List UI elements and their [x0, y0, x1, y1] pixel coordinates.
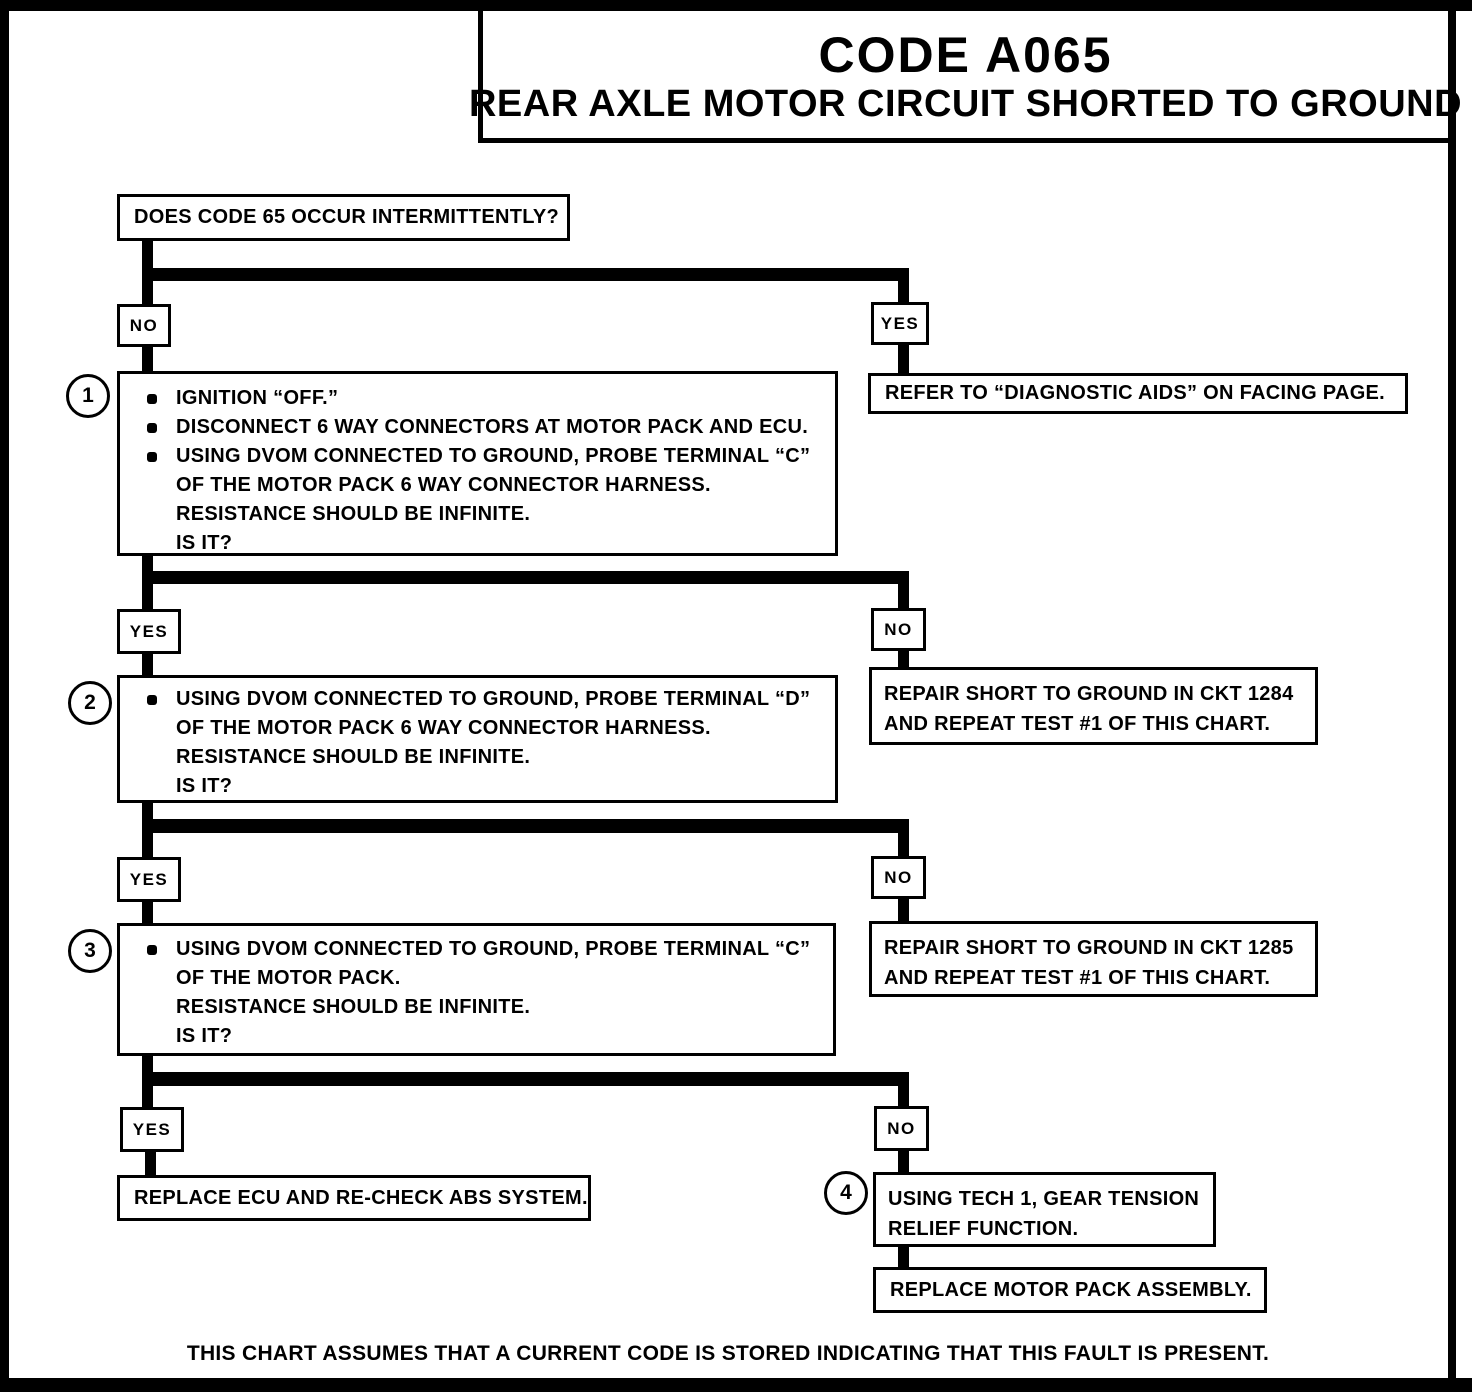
- connector-stub: [142, 241, 153, 271]
- bullet-icon: [147, 422, 157, 433]
- footer-note: THIS CHART ASSUMES THAT A CURRENT CODE I…: [186, 1342, 1270, 1365]
- branch-label-yes-4: YES: [120, 1107, 184, 1152]
- branch-label-no-2: NO: [871, 608, 926, 651]
- page-border-top: [0, 0, 1472, 11]
- connector-stub: [898, 1086, 909, 1108]
- step-2-box: USING DVOM CONNECTED TO GROUND, PROBE TE…: [117, 675, 838, 803]
- connector-stub: [142, 556, 153, 573]
- repair-ckt-1284-box: REPAIR SHORT TO GROUND IN CKT 1284 AND R…: [869, 667, 1318, 745]
- page-title-subtitle: REAR AXLE MOTOR CIRCUIT SHORTED TO GROUN…: [468, 83, 1463, 125]
- connector-stub: [898, 345, 909, 374]
- connector-stub: [898, 1151, 909, 1173]
- step-1-box: IGNITION “OFF.” DISCONNECT 6 WAY CONNECT…: [117, 371, 838, 556]
- connector-stub: [142, 281, 153, 305]
- question-box-intermittent: DOES CODE 65 OCCUR INTERMITTENTLY?: [117, 194, 570, 241]
- repair-ckt-1284-line: AND REPEAT TEST #1 OF THIS CHART.: [884, 713, 1271, 735]
- step-2-line: IS IT?: [176, 775, 233, 797]
- connector-stub: [142, 584, 153, 610]
- step-3-line: OF THE MOTOR PACK.: [176, 967, 401, 989]
- bullet-icon: [147, 393, 157, 404]
- page-border-left: [0, 0, 9, 1392]
- connector-stub: [898, 281, 909, 303]
- connector-branch-1: [142, 268, 909, 281]
- step-number-2-badge: 2: [68, 681, 112, 725]
- connector-stub: [142, 347, 153, 372]
- connector-stub: [142, 1056, 153, 1074]
- step-1-line: USING DVOM CONNECTED TO GROUND, PROBE TE…: [176, 445, 811, 467]
- title-box: CODE A065 REAR AXLE MOTOR CIRCUIT SHORTE…: [469, 10, 1462, 138]
- connector-stub: [142, 833, 153, 859]
- step-number-4-badge: 4: [824, 1171, 868, 1215]
- step-2-line: USING DVOM CONNECTED TO GROUND, PROBE TE…: [176, 688, 811, 710]
- branch-label-yes-3: YES: [117, 857, 181, 902]
- refer-diagnostic-aids-text: REFER TO “DIAGNOSTIC AIDS” ON FACING PAG…: [885, 382, 1386, 404]
- connector-stub: [898, 584, 909, 609]
- step-3-box: USING DVOM CONNECTED TO GROUND, PROBE TE…: [117, 923, 836, 1056]
- replace-ecu-box: REPLACE ECU AND RE-CHECK ABS SYSTEM.: [117, 1175, 591, 1221]
- step-1-line: IS IT?: [176, 532, 233, 554]
- bullet-icon: [147, 944, 157, 955]
- step-1-line: DISCONNECT 6 WAY CONNECTORS AT MOTOR PAC…: [176, 416, 809, 438]
- title-box-left-border: [478, 10, 483, 143]
- connector-stub: [898, 651, 909, 668]
- step-1-line: RESISTANCE SHOULD BE INFINITE.: [176, 503, 531, 525]
- step-number-1-badge: 1: [66, 374, 110, 418]
- step-4-box: USING TECH 1, GEAR TENSION RELIEF FUNCTI…: [873, 1172, 1216, 1247]
- step-3-line: IS IT?: [176, 1025, 233, 1047]
- question-text: DOES CODE 65 OCCUR INTERMITTENTLY?: [134, 206, 560, 228]
- connector-stub: [898, 833, 909, 858]
- step-4-line: RELIEF FUNCTION.: [888, 1218, 1079, 1240]
- step-1-line: OF THE MOTOR PACK 6 WAY CONNECTOR HARNES…: [176, 474, 711, 496]
- replace-motor-pack-text: REPLACE MOTOR PACK ASSEMBLY.: [890, 1278, 1252, 1301]
- step-2-line: OF THE MOTOR PACK 6 WAY CONNECTOR HARNES…: [176, 717, 711, 739]
- step-3-line: USING DVOM CONNECTED TO GROUND, PROBE TE…: [176, 938, 811, 960]
- connector-stub: [142, 1086, 153, 1109]
- connector-stub: [142, 902, 153, 925]
- repair-ckt-1284-line: REPAIR SHORT TO GROUND IN CKT 1284: [884, 683, 1294, 705]
- repair-ckt-1285-line: REPAIR SHORT TO GROUND IN CKT 1285: [884, 937, 1294, 959]
- page-border-right: [1448, 0, 1456, 1392]
- branch-label-yes-2: YES: [117, 609, 181, 654]
- step-1-line: IGNITION “OFF.”: [176, 387, 339, 409]
- bullet-icon: [147, 694, 157, 705]
- replace-motor-pack-box: REPLACE MOTOR PACK ASSEMBLY.: [873, 1267, 1267, 1313]
- replace-ecu-text: REPLACE ECU AND RE-CHECK ABS SYSTEM.: [134, 1186, 588, 1209]
- connector-stub: [898, 1247, 909, 1268]
- step-number-3-badge: 3: [68, 929, 112, 973]
- connector-branch-4: [142, 1072, 909, 1086]
- branch-label-no-1: NO: [117, 304, 171, 347]
- connector-stub: [898, 899, 909, 923]
- page-border-bottom: [0, 1378, 1472, 1392]
- connector-branch-2: [142, 571, 909, 584]
- connector-branch-3: [142, 819, 909, 833]
- step-4-line: USING TECH 1, GEAR TENSION: [888, 1188, 1200, 1210]
- branch-label-no-3: NO: [871, 856, 926, 899]
- repair-ckt-1285-line: AND REPEAT TEST #1 OF THIS CHART.: [884, 967, 1271, 989]
- connector-stub: [142, 654, 153, 676]
- connector-stub: [142, 803, 153, 821]
- branch-label-no-4: NO: [874, 1106, 929, 1151]
- step-2-line: RESISTANCE SHOULD BE INFINITE.: [176, 746, 531, 768]
- refer-diagnostic-aids-box: REFER TO “DIAGNOSTIC AIDS” ON FACING PAG…: [868, 373, 1408, 414]
- repair-ckt-1285-box: REPAIR SHORT TO GROUND IN CKT 1285 AND R…: [869, 921, 1318, 997]
- title-box-bottom-border: [478, 138, 1448, 143]
- bullet-icon: [147, 451, 157, 462]
- page-title-code: CODE A065: [818, 27, 1113, 83]
- step-3-line: RESISTANCE SHOULD BE INFINITE.: [176, 996, 531, 1018]
- connector-stub: [145, 1152, 156, 1176]
- branch-label-yes-1: YES: [871, 302, 929, 345]
